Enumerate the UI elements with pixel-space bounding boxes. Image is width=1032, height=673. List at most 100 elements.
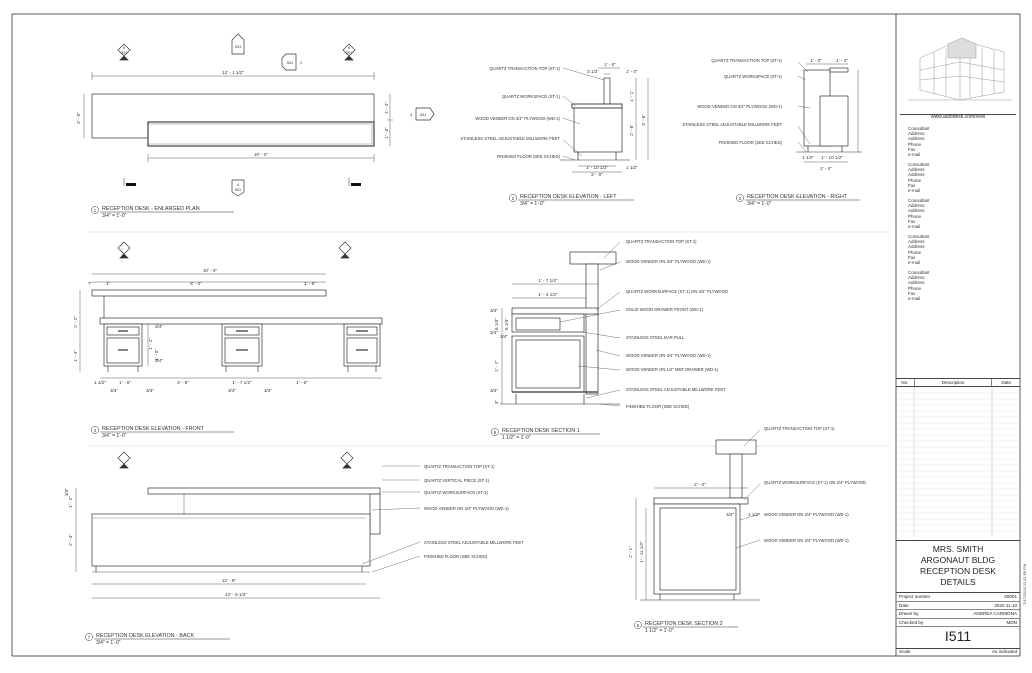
view-title: RECEPTION DESK ELEVATION - RIGHT xyxy=(747,194,848,200)
view-number: 7 xyxy=(88,635,91,640)
marker-num: 6 xyxy=(123,45,126,50)
callout-label: FINISHED FLOOR (SEE SCHED) xyxy=(497,154,561,159)
revision-no-header: No. xyxy=(896,379,915,386)
consultant-label: Consultant xyxy=(908,126,930,131)
callout-label: STAINLESS STEEL BAR PULL xyxy=(626,335,685,340)
phone-label: Phone xyxy=(908,141,922,147)
dimension-text: 1' - 10 1/2" xyxy=(586,165,608,170)
dimension-text: 12' - 1 1/2" xyxy=(222,70,244,75)
callout-label: WOOD VENEER ON 1/2" MDF DRAWER (WD-1) xyxy=(626,367,719,372)
view-scale: 3/4" = 1'-0" xyxy=(96,640,121,646)
callout-label: STAINLESS STEEL ADJUSTABLE MILLWORK FEET xyxy=(682,122,782,127)
info-value: 2020.11.10 xyxy=(994,602,1017,608)
view-scale: 3/4" = 1'-0" xyxy=(102,213,127,219)
consultant-block: Consultant Address Address Phone Fax e-m… xyxy=(908,162,930,193)
info-key: Date xyxy=(899,602,909,608)
marker-num: 2 xyxy=(300,60,303,65)
address-label: Address xyxy=(908,167,925,173)
dimension-text: 3' - 6" xyxy=(641,114,646,126)
fax-label: Fax xyxy=(908,182,916,188)
dimension-text: 1' - 6" xyxy=(119,380,131,385)
scale-row: Scale As indicated xyxy=(896,648,1020,654)
dimension-text: 3' - 6" xyxy=(177,380,189,385)
building-rendering-image xyxy=(900,18,1016,115)
project-name: ARGONAUT BLDG xyxy=(920,555,996,565)
info-value: ANDREA CARMONA xyxy=(973,611,1017,617)
dimension-text: 8' - 0" xyxy=(190,281,202,286)
email-label: e-mail xyxy=(908,296,921,302)
dimension-text: 3/4" xyxy=(64,488,69,496)
revision-table: No. Description Date xyxy=(896,378,1020,538)
address-label: Address xyxy=(908,275,925,281)
dimension-text: 2' - 0" xyxy=(591,172,603,177)
address-label: Address xyxy=(908,131,925,137)
client-name: MRS. SMITH xyxy=(932,544,984,554)
elevation-marker[interactable] xyxy=(231,179,245,197)
section-marker[interactable] xyxy=(117,43,131,61)
info-key: Drawn by xyxy=(899,611,919,617)
view-title: RECEPTION DESK SECTION 1 xyxy=(502,428,580,434)
sheet-border xyxy=(11,13,1021,657)
sheet-number: I511 xyxy=(944,628,972,644)
view-title-3 xyxy=(736,194,860,202)
section-marker[interactable] xyxy=(342,43,356,61)
view-front-elevation xyxy=(79,241,383,379)
callout-label: QUARTZ WORKSPACE (ST-1) xyxy=(724,74,783,79)
dimension-text: 1' - 0" xyxy=(810,58,822,63)
dimension-text: 1' - 0" xyxy=(384,127,389,139)
dimension-text: 1" xyxy=(106,281,111,286)
callout-label: FINISHED FLOOR (SEE SCHED) xyxy=(719,140,783,145)
info-row: Drawn by ANDREA CARMONA xyxy=(896,610,1020,619)
callout-label: STAINLESS STEEL ADJUSTABLE MILLWORK FEET xyxy=(460,136,560,141)
marker-ref: I511 xyxy=(346,51,352,55)
view-title-2 xyxy=(509,194,634,202)
marker-num: 5 xyxy=(348,45,351,50)
view-back-elevation xyxy=(75,451,421,599)
sheet-title: RECEPTION DESK xyxy=(920,566,996,576)
callout-label: QUARTZ TRANSACTION TOP (ST-1) xyxy=(711,58,782,63)
address-label: Address xyxy=(908,244,925,250)
view-left-elevation xyxy=(560,67,649,173)
view-scale: 3/4" = 1'-0" xyxy=(747,201,772,207)
callout-label: WOOD VENEER ON 3/4" PLYWOOD (WD-1) xyxy=(626,259,711,264)
phone-label: Phone xyxy=(908,213,922,219)
callout-label: QUARTZ WORKSURFACE (ST-1) ON 3/4" PLYWOO… xyxy=(626,289,728,294)
dimension-text: 12' - 9" xyxy=(222,578,237,583)
callout-label: WOOD VENEER ON 3/4" PLYWOOD (WD-1) xyxy=(626,353,711,358)
revision-rows xyxy=(896,387,1020,537)
dimension-text: 1' - 0" xyxy=(604,62,616,67)
callout-label: SOLID WOOD DRAWER FRONT (WD-1) xyxy=(626,307,704,312)
dimension-text: 2' - 1" xyxy=(628,546,633,558)
callout-label: QUARTZ WORKSURFACE (ST-1) ON 3/4" PLYWOO… xyxy=(764,480,866,485)
building-icon xyxy=(908,37,1012,101)
dimension-text: 1' - 4 1/2" xyxy=(538,292,558,297)
view-scale: 1 1/2" = 1'-0" xyxy=(645,628,674,634)
address-label: Address xyxy=(908,280,925,286)
revision-table-header: No. Description Date xyxy=(896,379,1020,387)
dimension-text: 3/4" xyxy=(155,358,163,363)
consultant-label: Consultant xyxy=(908,198,930,203)
view-title: RECEPTION DESK ELEVATION - FRONT xyxy=(102,426,205,432)
phone-label: Phone xyxy=(908,177,922,183)
dimension-text: 3/4" xyxy=(155,324,163,329)
dimension-text: 2' - 4" xyxy=(68,534,73,546)
info-key: Project number xyxy=(899,594,931,599)
dimension-text: 3" xyxy=(494,400,499,405)
dimension-text: 1' - 2" xyxy=(68,496,73,508)
dimension-text: 10' - 0" xyxy=(203,268,218,273)
dimension-text: 3/4" xyxy=(146,388,154,393)
dimension-text: 1 1/2" xyxy=(94,380,106,385)
elevation-marker[interactable] xyxy=(415,107,435,121)
dimension-text: 1' - 4" xyxy=(384,102,389,114)
marker-ref: I511 xyxy=(235,45,242,49)
dimension-text: 1' - 4" xyxy=(73,350,78,362)
sheet-title: DETAILS xyxy=(940,577,976,587)
marker-num: 4 xyxy=(237,182,240,187)
elevation-marker[interactable] xyxy=(281,53,297,71)
consultant-label: Consultant xyxy=(908,270,930,275)
fax-label: Fax xyxy=(908,146,916,152)
dimension-text: 1 1/2" xyxy=(802,155,814,160)
print-timestamp: 7/17/2020 11:31:59 PM xyxy=(1022,563,1027,605)
elevation-marker[interactable] xyxy=(231,33,245,55)
